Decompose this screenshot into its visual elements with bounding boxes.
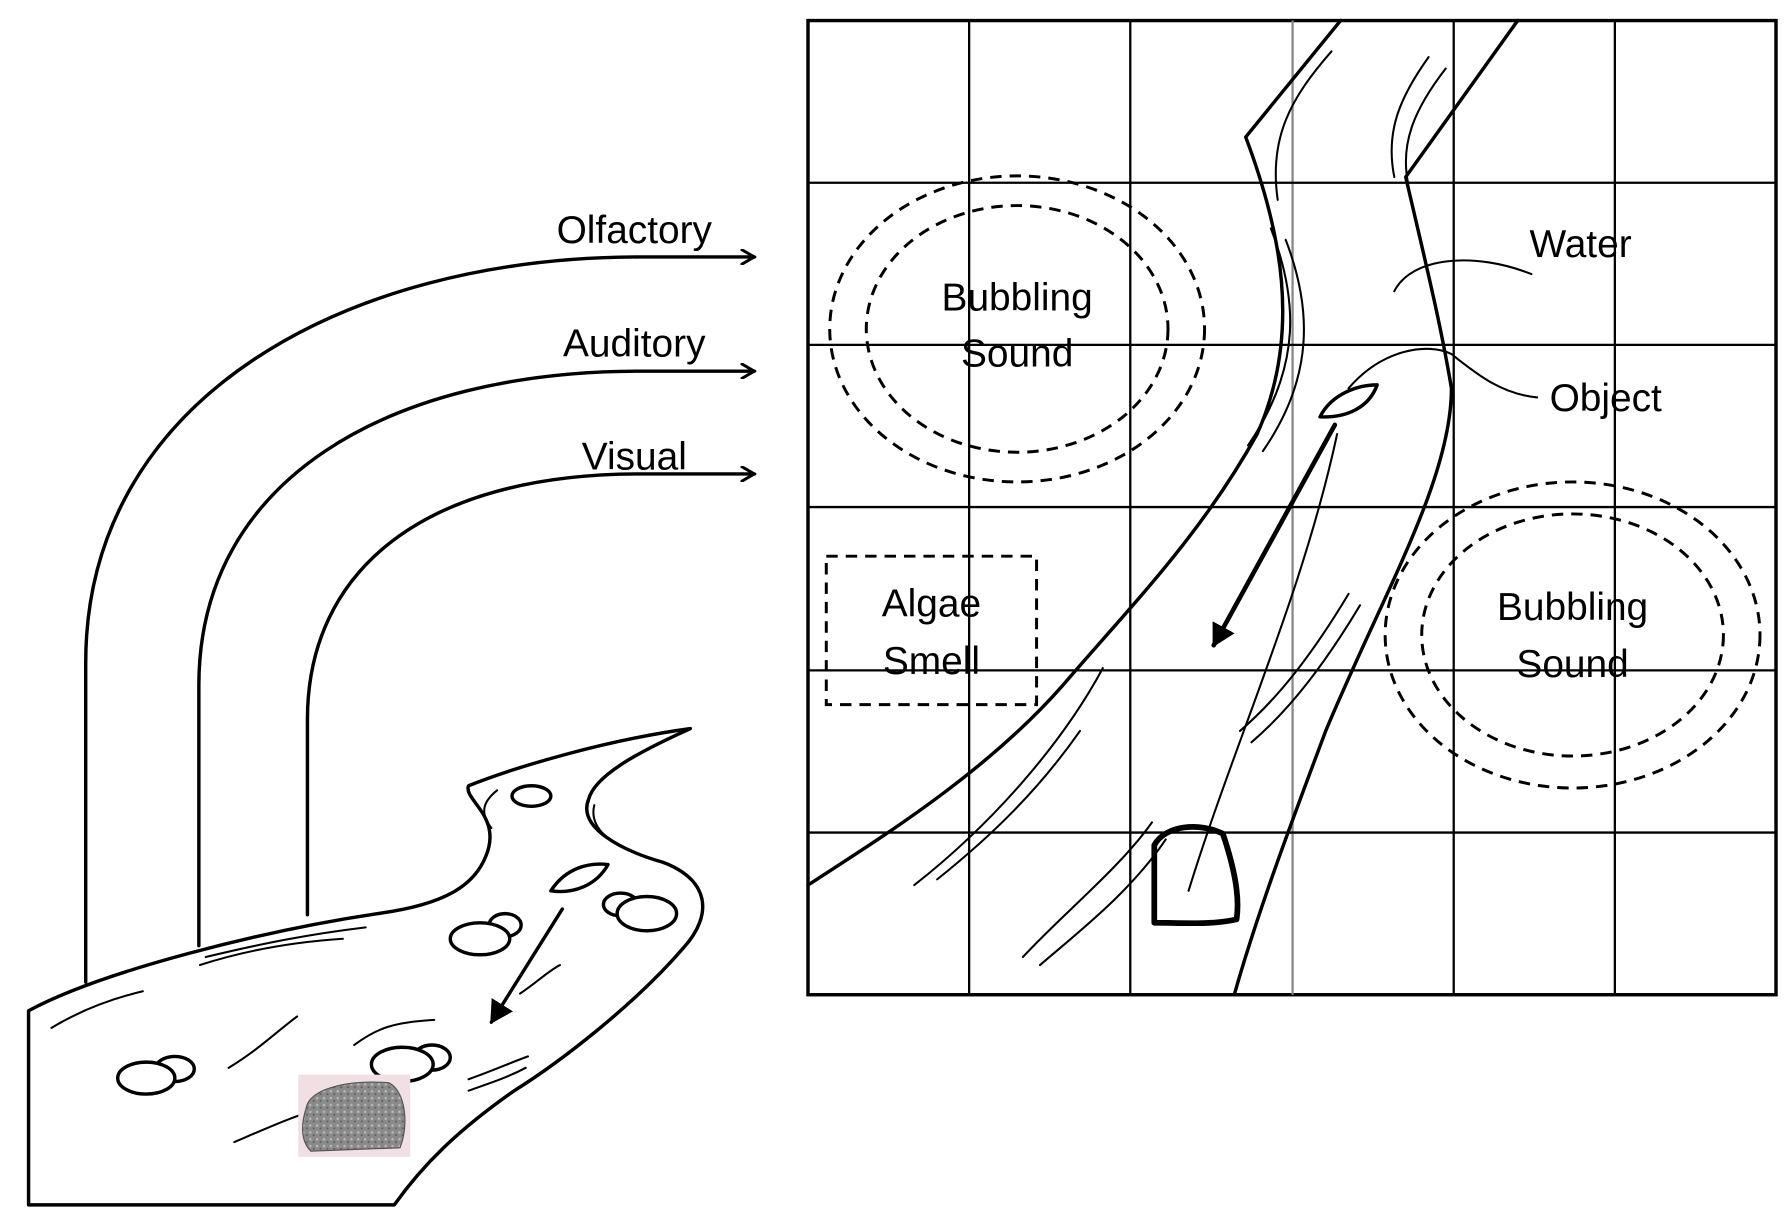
olfactory-label: Olfactory	[557, 209, 713, 252]
flow-line	[1404, 67, 1447, 184]
sound-top-label-1: Bubbling	[942, 277, 1093, 320]
ripple	[198, 937, 344, 967]
ripple	[50, 990, 144, 1029]
flow-line	[1246, 227, 1292, 447]
flow-line	[936, 729, 1082, 881]
object-leaf-icon	[1318, 383, 1379, 419]
smell-label-1: Algae	[882, 583, 981, 626]
flow-line	[1021, 821, 1154, 959]
flow-line	[1390, 56, 1430, 179]
sound-zone-top-inner	[864, 204, 1170, 454]
smell-label-2: Smell	[883, 640, 980, 683]
ripple	[353, 1018, 436, 1047]
olfactory-path	[84, 257, 755, 984]
object-leader	[1347, 347, 1539, 399]
sound-top-label-2: Sound	[961, 333, 1073, 376]
water-label: Water	[1529, 223, 1631, 266]
stone	[510, 784, 553, 809]
smell-zone	[824, 554, 1039, 707]
sensory-grid-map: Bubbling Sound Bubbling Sound Algae Smel…	[806, 18, 1778, 997]
flow-line	[1038, 838, 1167, 967]
flow-line	[1238, 592, 1350, 732]
drift-arrow	[489, 907, 564, 1025]
ripple	[483, 789, 499, 830]
ripple	[204, 926, 367, 959]
flow-line	[1187, 432, 1339, 892]
stone	[615, 894, 679, 933]
visual-path	[305, 474, 754, 917]
sound-zone-bottom-outer	[1383, 480, 1762, 790]
auditory-label: Auditory	[563, 322, 706, 365]
grid-lines	[808, 20, 1776, 995]
stream-sketch: Olfactory Auditory Visual	[26, 209, 755, 1207]
flow-line	[1250, 604, 1362, 744]
photo-rock	[298, 1074, 411, 1157]
flow-line	[1261, 238, 1305, 453]
sound-zone-top-outer	[828, 174, 1207, 484]
river-left-bank	[806, 18, 1343, 887]
ripple	[518, 964, 562, 995]
water-leader	[1393, 259, 1533, 293]
stone	[116, 1060, 177, 1096]
sound-zone-bottom-inner	[1420, 512, 1725, 758]
visual-label: Visual	[582, 435, 687, 478]
ripple	[227, 1015, 299, 1069]
stone	[448, 921, 512, 957]
sound-bottom-label-2: Sound	[1516, 643, 1628, 686]
leaf-icon	[549, 862, 610, 894]
auditory-path	[197, 371, 754, 948]
ripple	[592, 804, 642, 856]
ripple	[467, 1066, 527, 1092]
flow-line	[1274, 50, 1333, 201]
object-label: Object	[1550, 377, 1662, 420]
flow-line	[913, 667, 1104, 887]
stream-outline	[26, 726, 705, 1207]
rock-outline	[1151, 824, 1241, 927]
ripple	[467, 1055, 530, 1081]
object-drift-arrow	[1211, 422, 1338, 648]
sound-bottom-label-1: Bubbling	[1497, 586, 1648, 629]
river-right-bank	[1232, 18, 1520, 997]
